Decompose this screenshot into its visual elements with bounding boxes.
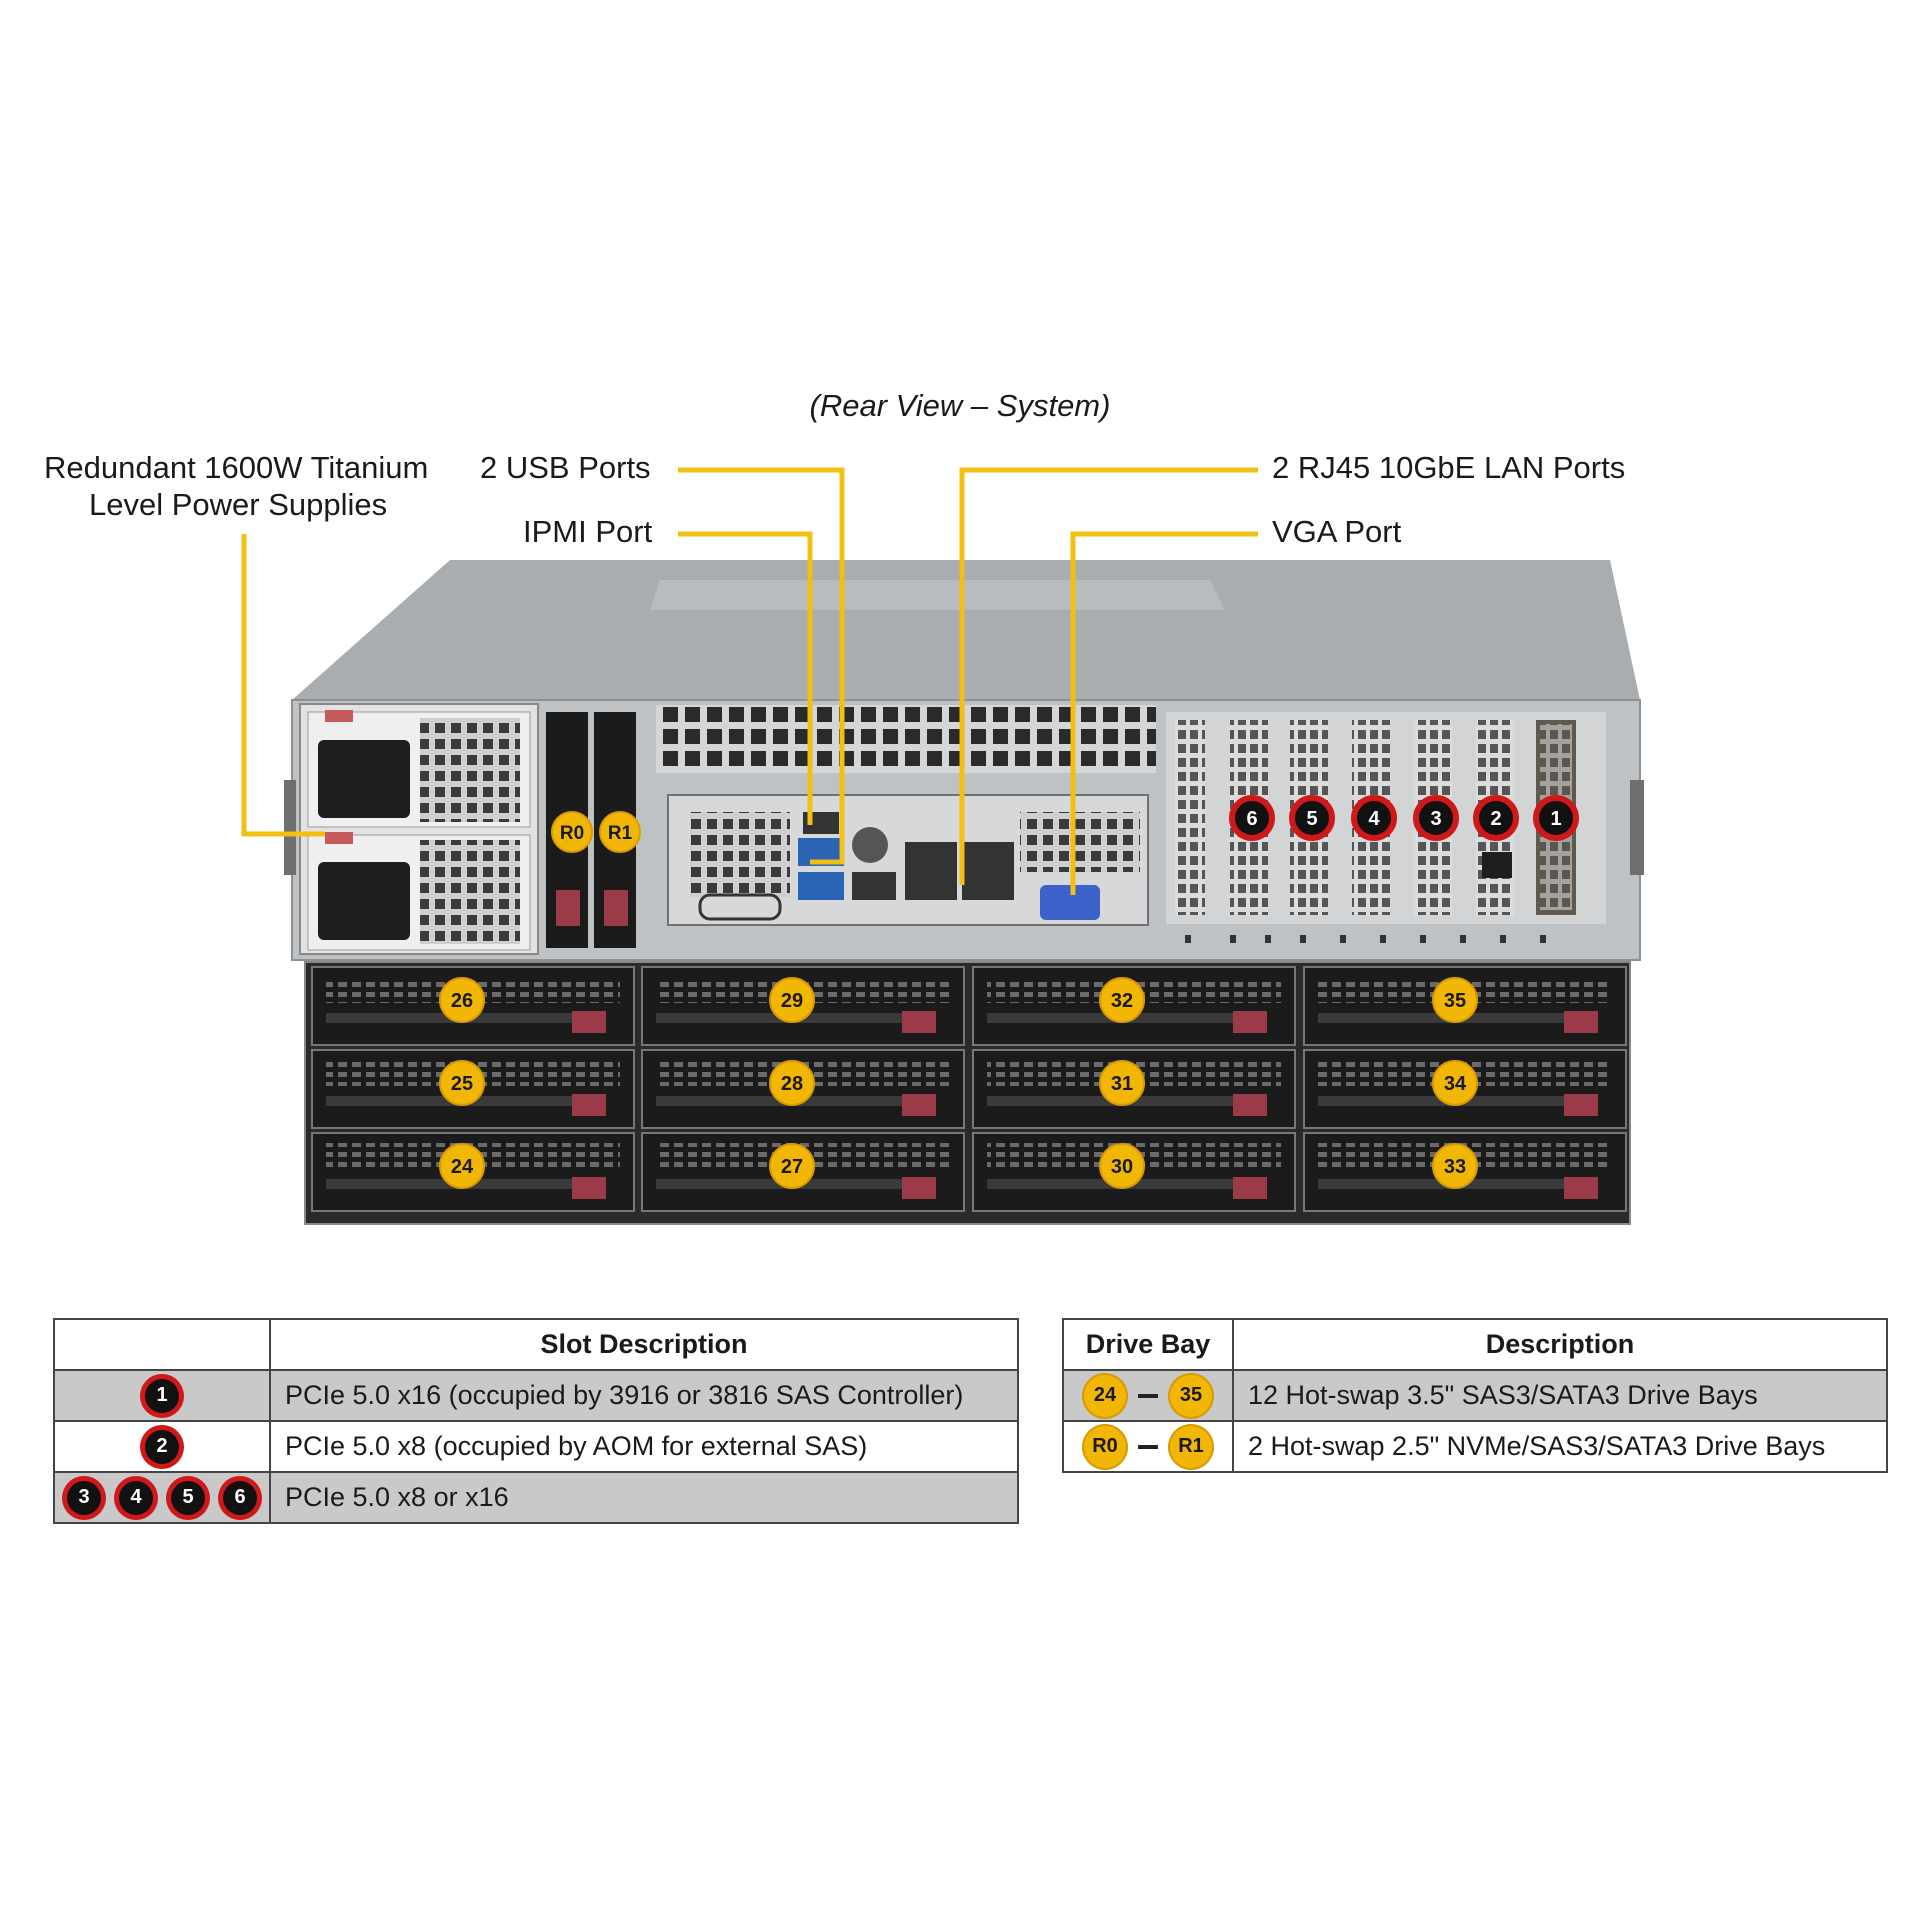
drive-bay-badge: 27 [769, 1143, 815, 1189]
ipmi-port-label: IPMI Port [523, 514, 653, 549]
pcie-slot-badge-label: 3 [1430, 808, 1441, 830]
drive-row-1-description: 12 Hot-swap 3.5" SAS3/SATA3 Drive Bays [1232, 1369, 1888, 1422]
rear-drive-badge: R1 [599, 811, 641, 853]
slot-table-badge-header [53, 1318, 271, 1371]
lan-ports-label: 2 RJ45 10GbE LAN Ports [1272, 450, 1626, 485]
drive-bay-badge: 35 [1432, 977, 1478, 1023]
drive-bay-badge: 31 [1099, 1060, 1145, 1106]
drive-tray [972, 966, 1296, 1046]
io-shield [667, 794, 1149, 926]
drive-bay-badge: 24 [439, 1143, 485, 1189]
drive-bay-badge: 34 [1432, 1060, 1478, 1106]
ipmi-callout-line [678, 531, 813, 825]
pcie-slot-badge-label: 6 [1246, 808, 1257, 830]
vga-port-label: VGA Port [1272, 514, 1402, 549]
drive-row-2-badges: R0 R1 [1062, 1420, 1234, 1473]
drive-row-2-description: 2 Hot-swap 2.5" NVMe/SAS3/SATA3 Drive Ba… [1232, 1420, 1888, 1473]
pcie-slot-badge-label: 1 [1550, 808, 1561, 830]
pcie-slot-badge: 1 [1533, 795, 1579, 841]
drive-badge-r1: R1 [1170, 1425, 1212, 1468]
chassis-top [292, 560, 1640, 700]
drive-bay-badge: 28 [769, 1060, 815, 1106]
slot-badge-4: 4 [119, 1480, 153, 1515]
slot-table-header: Slot Description [269, 1318, 1019, 1371]
drive-bay-badge-label: 30 [1111, 1156, 1133, 1178]
pcie-slot-badge: 6 [1229, 795, 1275, 841]
pcie-slot-badge: 5 [1289, 795, 1335, 841]
range-dash [1138, 1393, 1158, 1398]
drive-tray [311, 1049, 635, 1129]
pcie-slot-badge: 2 [1473, 795, 1519, 841]
drive-bay-badge: 30 [1099, 1143, 1145, 1189]
power-supply-modules [299, 703, 539, 955]
drive-row-1-badges: 24 35 [1062, 1369, 1234, 1422]
drive-badge-35: 35 [1170, 1374, 1212, 1417]
drive-bay-badge-label: 28 [781, 1073, 803, 1095]
drive-bay-badge: 33 [1432, 1143, 1478, 1189]
drive-table-desc-header: Description [1232, 1318, 1888, 1371]
slot-badge-6: 6 [223, 1480, 257, 1515]
slot-badge-5: 5 [171, 1480, 205, 1515]
lan-callout-line [959, 467, 1258, 885]
slot-badge-3: 3 [67, 1480, 101, 1515]
slot-badge-2: 2 [145, 1429, 179, 1464]
vga-callout-line [1070, 531, 1258, 895]
drive-badge-r0: R0 [1084, 1425, 1126, 1468]
usb-ports-label: 2 USB Ports [480, 450, 651, 485]
slot-row-1-description: PCIe 5.0 x16 (occupied by 3916 or 3816 S… [269, 1369, 1019, 1422]
drive-bay-badge-label: 25 [451, 1073, 473, 1095]
drive-table-header-row: Drive Bay Description [1062, 1318, 1888, 1371]
drive-row-2: R0 R1 2 Hot-swap 2.5" NVMe/SAS3/SATA3 Dri… [1062, 1420, 1888, 1473]
drive-bay-badge-label: 32 [1111, 990, 1133, 1012]
usb-callout-line [678, 467, 845, 865]
psu-callout-line [241, 534, 325, 837]
drive-bay-badge: 25 [439, 1060, 485, 1106]
slot-row-1: 1 PCIe 5.0 x16 (occupied by 3916 or 3816… [53, 1369, 1019, 1422]
rear-drive-badge: R0 [551, 811, 593, 853]
rear-drive-badge-label: R0 [560, 823, 584, 844]
power-supplies-label-line1: Redundant 1600W Titanium [44, 450, 429, 485]
drive-bay-badge-label: 31 [1111, 1073, 1133, 1095]
range-dash [1138, 1444, 1158, 1449]
view-title: (Rear View – System) [809, 388, 1111, 423]
drive-row-1: 24 35 12 Hot-swap 3.5" SAS3/SATA3 Drive B… [1062, 1369, 1888, 1422]
slot-table-header-row: Slot Description [53, 1318, 1019, 1371]
drive-bay-table: Drive Bay Description 24 35 12 Hot-swap 3… [1062, 1318, 1888, 1473]
slot-row-2-description: PCIe 5.0 x8 (occupied by AOM for externa… [269, 1420, 1019, 1473]
power-supplies-label-line2: Level Power Supplies [89, 487, 388, 522]
pcie-slot-badge-label: 5 [1306, 808, 1317, 830]
slot-row-3-description: PCIe 5.0 x8 or x16 [269, 1471, 1019, 1524]
pcie-slot-badge-label: 4 [1368, 808, 1380, 830]
drive-bay-badge: 32 [1099, 977, 1145, 1023]
slot-row-2-badges: 2 [53, 1420, 271, 1473]
slot-badge-1: 1 [145, 1378, 179, 1413]
slot-description-table: Slot Description 1 PCIe 5.0 x16 (occupie… [53, 1318, 1019, 1524]
drive-table-bay-header: Drive Bay [1062, 1318, 1234, 1371]
drive-bay-badge-label: 24 [451, 1156, 474, 1178]
drive-bay-badge-label: 34 [1444, 1073, 1467, 1095]
drive-bay-badge-label: 27 [781, 1156, 803, 1178]
drive-bay-badge-label: 26 [451, 990, 473, 1012]
drive-bay-badge: 26 [439, 977, 485, 1023]
drive-bay-badge-label: 33 [1444, 1156, 1466, 1178]
rear-drive-badge-label: R1 [608, 823, 633, 844]
drive-bay-badge-label: 35 [1444, 990, 1466, 1012]
pcie-slot-badge: 4 [1351, 795, 1397, 841]
slot-row-1-badges: 1 [53, 1369, 271, 1422]
pcie-slot-badge: 3 [1413, 795, 1459, 841]
pcie-slot-badge-label: 2 [1490, 808, 1501, 830]
callout-lines [241, 467, 1258, 895]
slot-row-2: 2 PCIe 5.0 x8 (occupied by AOM for exter… [53, 1420, 1019, 1473]
drive-badge-24: 24 [1084, 1374, 1126, 1417]
drive-bay-badge-label: 29 [781, 990, 803, 1012]
drive-bay-badge: 29 [769, 977, 815, 1023]
